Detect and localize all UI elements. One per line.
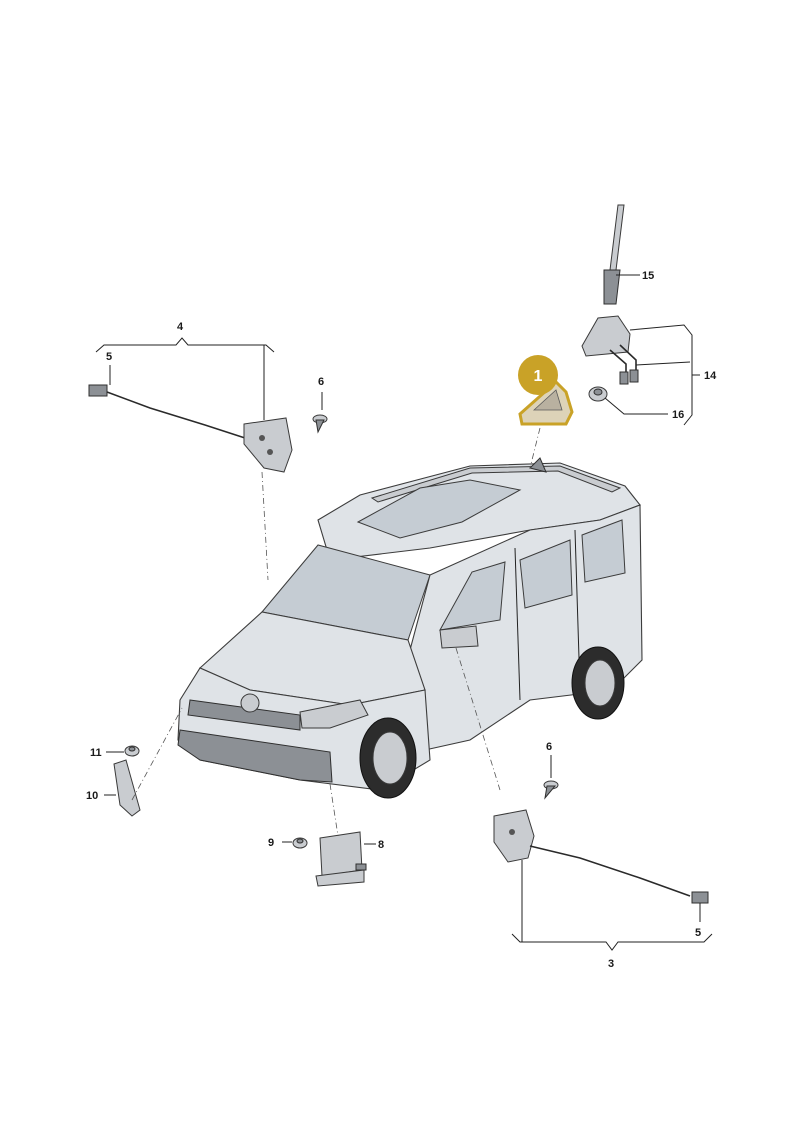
callout-9: 9: [268, 837, 274, 849]
highlight-badge-1[interactable]: 1: [518, 355, 558, 395]
antenna-base-part-14[interactable]: [581, 315, 639, 385]
callout-15: 15: [642, 270, 654, 282]
nut-part-16[interactable]: [588, 386, 608, 402]
control-unit-part-8[interactable]: [315, 831, 367, 887]
screw-part-6-bottom[interactable]: [543, 780, 559, 800]
callout-4: 4: [177, 321, 184, 333]
callout-3: 3: [608, 958, 614, 970]
rod-antenna-part-15[interactable]: [603, 204, 625, 305]
callout-16: 16: [672, 409, 684, 421]
callout-5-bottom: 5: [695, 927, 701, 939]
callout-6-top: 6: [318, 376, 324, 388]
nut-part-9[interactable]: [292, 837, 308, 849]
callout-8: 8: [378, 839, 384, 851]
callout-11: 11: [90, 747, 102, 759]
bracket-part-10[interactable]: [113, 759, 141, 817]
bracket-cable-part-4[interactable]: [88, 384, 293, 473]
callout-14: 14: [704, 370, 717, 382]
callout-10: 10: [86, 790, 98, 802]
bracket-cable-part-3[interactable]: [493, 809, 709, 904]
callout-5-top: 5: [106, 351, 112, 363]
callout-6-bottom: 6: [546, 741, 552, 753]
roof-antenna-part-1[interactable]: [518, 379, 574, 426]
nut-part-11[interactable]: [124, 745, 140, 757]
screw-part-6-top[interactable]: [312, 414, 328, 434]
highlight-number: 1: [534, 368, 543, 385]
vehicle-illustration: [177, 457, 643, 799]
